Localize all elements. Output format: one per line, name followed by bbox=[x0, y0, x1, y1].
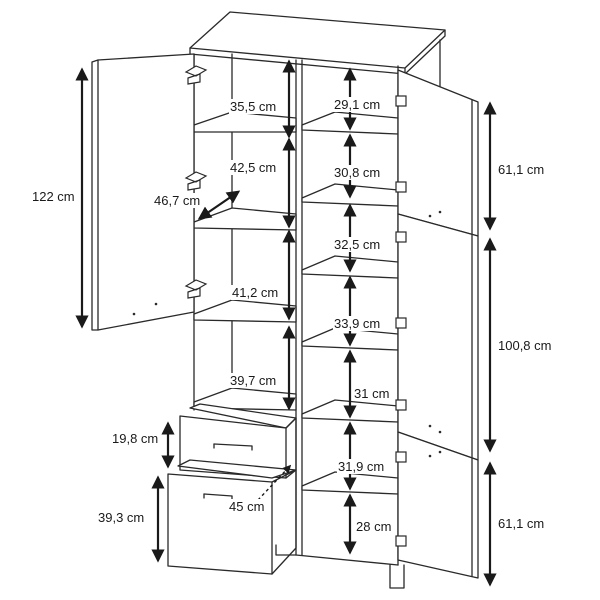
label-background bbox=[97, 510, 146, 525]
label-right-compartment-4: 33,9 cm bbox=[334, 316, 380, 331]
label-right-compartment-2: 30,8 cm bbox=[334, 165, 380, 180]
right-door-top bbox=[397, 69, 479, 237]
label-left-compartment-1: 35,5 cm bbox=[230, 99, 276, 114]
dimension-arrows bbox=[75, 59, 497, 587]
label-depth: 46,7 cm bbox=[154, 193, 200, 208]
label-background bbox=[31, 189, 76, 204]
label-background bbox=[497, 338, 553, 353]
label-door-middle: 100,8 cm bbox=[498, 338, 551, 353]
label-right-compartment-5: 31 cm bbox=[354, 386, 389, 401]
left-door bbox=[91, 53, 195, 331]
label-left-compartment-3: 41,2 cm bbox=[232, 285, 278, 300]
left-shelves bbox=[193, 111, 297, 411]
label-background bbox=[333, 316, 382, 331]
label-drawer-small-height: 19,8 cm bbox=[112, 431, 158, 446]
left-door-hinges bbox=[184, 65, 208, 299]
label-background bbox=[333, 237, 382, 252]
label-door-bottom: 61,1 cm bbox=[498, 516, 544, 531]
label-total-height: 122 cm bbox=[32, 189, 75, 204]
right-door-bottom bbox=[397, 431, 479, 579]
label-left-compartment-2: 42,5 cm bbox=[230, 160, 276, 175]
cabinet-top bbox=[189, 11, 446, 75]
label-background bbox=[353, 386, 391, 401]
label-background bbox=[497, 162, 546, 177]
label-background bbox=[229, 99, 278, 114]
label-background bbox=[497, 516, 546, 531]
label-background bbox=[228, 499, 266, 514]
label-right-compartment-1: 29,1 cm bbox=[334, 97, 380, 112]
label-right-compartment-7: 28 cm bbox=[356, 519, 391, 534]
dimension-labels: 122 cm 46,7 cm 19,8 cm 39,3 cm 45 cm 35,… bbox=[31, 97, 553, 534]
right-door-middle bbox=[397, 213, 479, 461]
right-door-hinges bbox=[395, 95, 407, 547]
label-background bbox=[333, 165, 382, 180]
label-right-compartment-6: 31,9 cm bbox=[338, 459, 384, 474]
label-drawer-large-height: 39,3 cm bbox=[98, 510, 144, 525]
label-background bbox=[229, 160, 278, 175]
label-background bbox=[333, 97, 382, 112]
label-left-compartment-4: 39,7 cm bbox=[230, 373, 276, 388]
label-background bbox=[231, 285, 280, 300]
label-background bbox=[355, 519, 393, 534]
label-right-compartment-3: 32,5 cm bbox=[334, 237, 380, 252]
label-door-top: 61,1 cm bbox=[498, 162, 544, 177]
label-background bbox=[229, 373, 278, 388]
label-drawer-depth: 45 cm bbox=[229, 499, 264, 514]
label-background bbox=[337, 459, 386, 474]
label-background bbox=[153, 193, 202, 208]
label-background bbox=[111, 431, 160, 446]
